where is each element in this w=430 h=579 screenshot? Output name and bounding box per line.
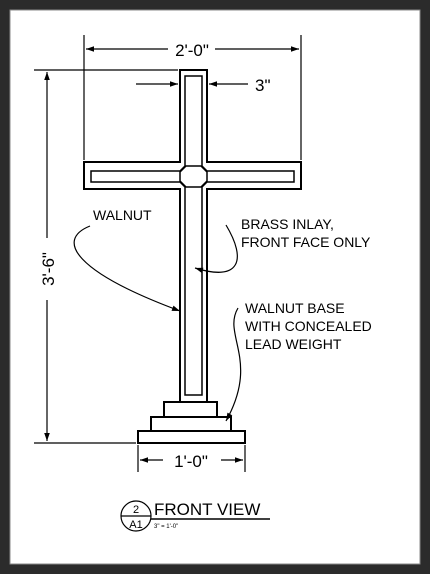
leader-walnut — [73, 225, 181, 312]
note-base-line3: LEAD WEIGHT — [245, 336, 342, 352]
dimension-overall-height-label: 3'-6" — [39, 252, 58, 286]
view-scale: 3" = 1'-0" — [154, 524, 178, 530]
dimension-base-width — [137, 445, 246, 472]
note-brass-line2: FRONT FACE ONLY — [241, 234, 371, 250]
brass-inlay — [90, 75, 295, 396]
dimension-overall-width — [83, 35, 302, 160]
dimension-base-width-label: 1'-0" — [174, 452, 208, 471]
note-base-line1: WALNUT BASE — [245, 300, 345, 316]
note-walnut: WALNUT — [93, 207, 152, 223]
detail-callout — [120, 500, 270, 532]
note-brass-line1: BRASS INLAY, — [241, 216, 334, 232]
dimension-member-width-label: 3" — [255, 76, 271, 95]
note-base-line2: WITH CONCEALED — [245, 318, 372, 334]
view-title: FRONT VIEW — [154, 500, 260, 519]
leader-base — [225, 307, 242, 422]
sheet-number: A1 — [129, 519, 142, 531]
dimension-overall-height — [34, 69, 178, 444]
leader-brass — [194, 224, 238, 274]
detail-number: 2 — [133, 504, 139, 516]
sheet-border-inner — [9, 9, 421, 565]
cross-base — [137, 401, 246, 444]
dimension-overall-width-label: 2'-0" — [175, 41, 209, 60]
